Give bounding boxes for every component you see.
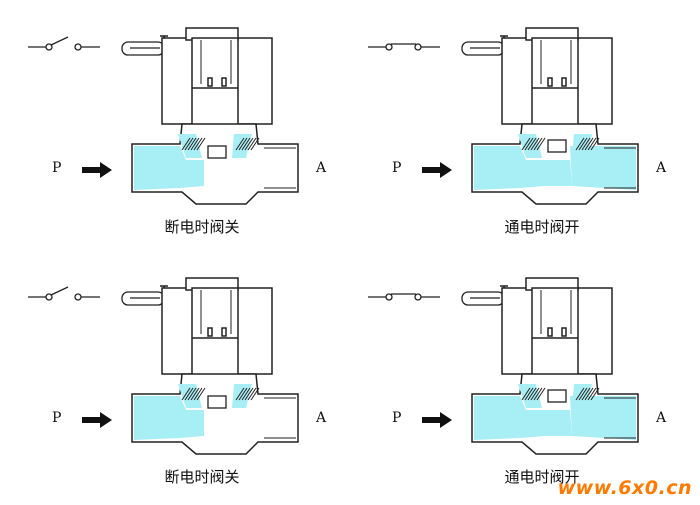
valve-seat: [181, 137, 260, 151]
open-switch-icon: [28, 36, 100, 51]
flow-arrow-icon: [422, 412, 452, 428]
plunger: [207, 145, 227, 159]
inlet-label: P: [392, 410, 402, 426]
outlet-label: A: [656, 160, 667, 176]
thread-lines: [264, 397, 296, 439]
outlet-label: A: [656, 410, 667, 426]
panel-caption: 通电时阀开: [504, 468, 580, 486]
terminal-lead: [461, 35, 508, 56]
fluid: [474, 384, 636, 440]
plunger: [207, 395, 227, 409]
panel-caption: 断电时阀关: [164, 218, 240, 236]
valve-drawing: [368, 27, 639, 205]
thread-lines: [604, 397, 636, 439]
valve-panel-closed: P A 断电时阀关: [0, 250, 350, 502]
valve-drawing: [368, 277, 639, 455]
flow-arrow-icon: [82, 162, 112, 178]
inlet-label: P: [392, 160, 402, 176]
coil-housing: [501, 277, 613, 385]
valve-panel-open: P A 通电时阀开: [340, 0, 690, 252]
coil-housing: [161, 277, 273, 385]
valve-seat: [521, 387, 600, 401]
outlet-label: A: [316, 160, 327, 176]
panel-caption: 通电时阀开: [504, 218, 580, 236]
valve-panel-closed: P A 断电时阀关: [0, 0, 350, 252]
valve-seat: [521, 137, 600, 151]
thread-lines: [264, 147, 296, 189]
fluid: [474, 134, 636, 190]
coil-housing: [501, 27, 613, 135]
terminal-lead: [461, 285, 508, 306]
valve-seat: [181, 387, 260, 401]
valve-panel-open: P A 通电时阀开: [340, 250, 690, 502]
coil-housing: [161, 27, 273, 135]
inlet-label: P: [52, 160, 62, 176]
closed-switch-icon: [368, 293, 440, 301]
inlet-label: P: [52, 410, 62, 426]
panel-caption: 断电时阀关: [164, 468, 240, 486]
terminal-lead: [121, 285, 168, 306]
watermark: www.6x0.cn: [557, 477, 692, 499]
valve-drawing: [28, 27, 299, 205]
open-switch-icon: [28, 286, 100, 301]
closed-switch-icon: [368, 43, 440, 51]
plunger: [547, 389, 567, 403]
plunger: [547, 139, 567, 153]
thread-lines: [604, 147, 636, 189]
flow-arrow-icon: [422, 162, 452, 178]
outlet-label: A: [316, 410, 327, 426]
flow-arrow-icon: [82, 412, 112, 428]
terminal-lead: [121, 35, 168, 56]
valve-drawing: [28, 277, 299, 455]
